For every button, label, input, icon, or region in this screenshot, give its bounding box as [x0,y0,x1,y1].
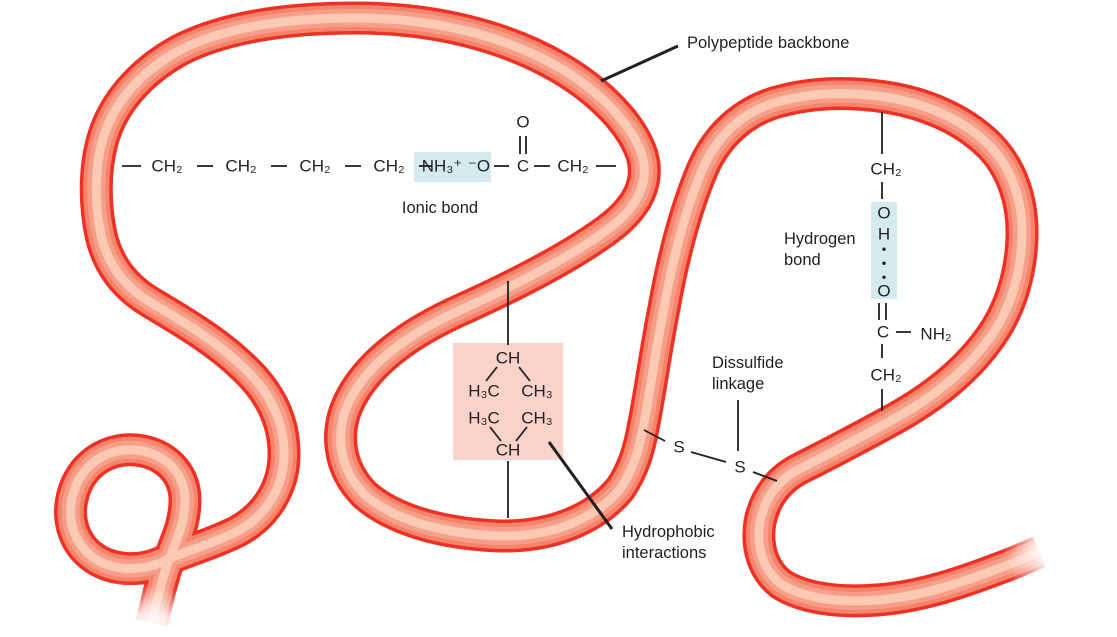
tube-end-fade-left [108,580,200,637]
bond-ch-h3c-upper [485,366,498,382]
hydrophobic-label-line2: interactions [622,544,707,563]
hydrophobic-label-line1: Hydrophobic [622,523,715,542]
formula-hbond-o-lower: O [877,281,891,301]
formula-ammonium: NH₃⁺ [421,156,463,176]
formula-s2: S [734,457,746,477]
formula-ch2-2: CH₂ [225,156,257,176]
backbone-leader-line [600,44,679,83]
bond-ch3-ch-lower [515,426,528,442]
bond-s2-tube [752,471,778,482]
formula-hbond-o-upper: O [877,203,891,223]
formula-hydrophobic-ch-bottom: CH [495,440,521,460]
formula-hbond-ch2-top: CH₂ [870,159,902,179]
formula-h3c-1: H₃C [468,381,500,401]
hbond-dot-3: • [881,269,887,285]
bond-tube-s1 [643,429,666,442]
formula-s1: S [673,437,685,457]
formula-ch2-3: CH₂ [299,156,331,176]
ionic-bond-label: Ionic bond [401,199,479,218]
disulfide-label-line2: linkage [712,375,765,394]
formula-hydrophobic-ch-top: CH [495,348,521,368]
polypeptide-backbone-tube [54,1,1046,627]
formula-amide-nh2: NH₂ [920,324,952,344]
tube-highlight-stroke [66,13,1041,624]
hydrophobic-highlight-box [453,343,563,460]
tube-end-fade-right [997,513,1077,593]
bond-lines [122,112,911,518]
disulfide-label-line1: Dissulfide [712,354,784,373]
formula-ch3-2: CH₃ [521,408,553,428]
hydrogen-bond-highlight-box [871,202,897,299]
hydrogen-bond-label-line2: bond [784,251,821,270]
formula-hbond-ch2-bottom: CH₂ [870,365,902,385]
formula-carbonyl-o: O [516,112,530,132]
formula-ch3-1: CH₃ [521,381,553,401]
formula-hbond-h: H [877,224,891,244]
polypeptide-backbone-label: Polypeptide backbone [687,34,850,53]
hbond-dot-2: • [881,255,887,271]
formula-ch2-1: CH₂ [151,156,183,176]
formula-oxygen-anion: ⁻O [467,156,491,176]
leader-lines [547,44,679,530]
formula-hbond-c: C [876,322,890,342]
formula-h3c-2: H₃C [468,408,500,428]
formula-carbonyl-c: C [516,156,530,176]
hbond-dot-1: • [881,241,887,257]
bond-s1-s2 [690,451,727,463]
hydrogen-bond-label-line1: Hydrogen [784,230,856,249]
bond-h3c-ch-lower [489,426,502,442]
hydrophobic-leader-line [547,441,614,530]
formula-terminal-ch2: CH₂ [557,156,589,176]
ionic-bond-highlight-box [414,152,491,182]
formula-ch2-4: CH₂ [373,156,405,176]
bond-ch-ch3-upper [518,366,531,382]
